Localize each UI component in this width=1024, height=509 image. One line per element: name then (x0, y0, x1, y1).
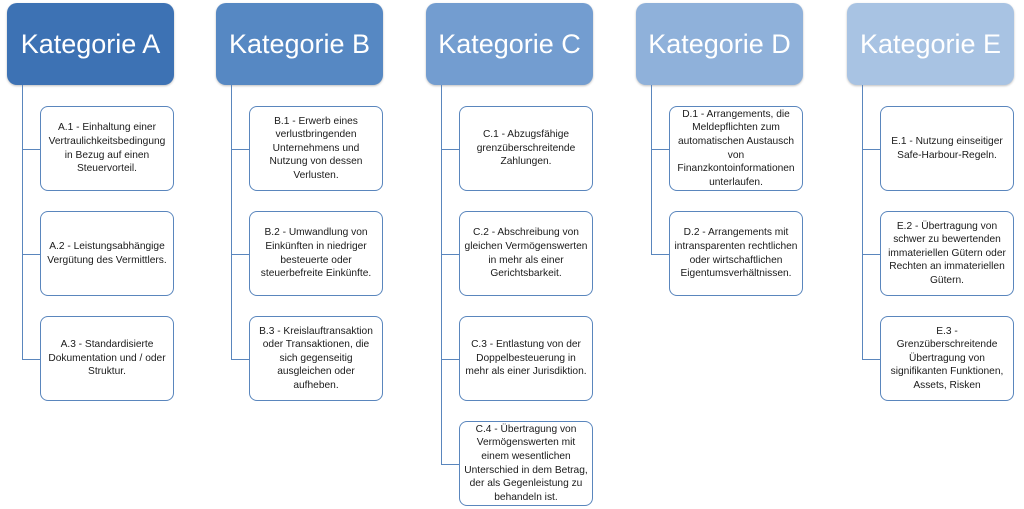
connector-horizontal (441, 253, 459, 255)
item-text: E.1 - Nutzung einseitiger Safe-Harbour-R… (891, 135, 1003, 161)
connector-horizontal (862, 358, 880, 360)
connector-horizontal (441, 148, 459, 150)
item-box-e-3: E.3 - Grenzüberschreitende Übertragung v… (880, 316, 1014, 401)
connector-vertical-kategorie-d (651, 85, 652, 254)
item-box-e-1: E.1 - Nutzung einseitiger Safe-Harbour-R… (880, 106, 1014, 191)
header-kategorie-e: Kategorie E (847, 3, 1014, 85)
connector-horizontal (22, 253, 40, 255)
item-text: C.1 - Abzugsfähige grenzüberschreitende … (476, 129, 576, 168)
item-box-c-4: C.4 - Übertragung von Vermögenswerten mi… (459, 421, 593, 506)
item-box-e-2: E.2 - Übertragung von schwer zu bewerten… (880, 211, 1014, 296)
item-text: A.1 - Einhaltung einer Vertraulichkeitsb… (48, 122, 166, 175)
item-text: A.2 - Leistungsabhängige Vergütung des V… (47, 240, 167, 266)
item-box-c-3: C.3 - Entlastung von der Doppelbesteueru… (459, 316, 593, 401)
connector-horizontal (231, 148, 249, 150)
item-text: C.4 - Übertragung von Vermögenswerten mi… (464, 423, 588, 503)
item-box-d-1: D.1 - Arrangements, die Meldepflichten z… (669, 106, 803, 191)
item-text: B.1 - Erwerb eines verlustbringenden Unt… (269, 115, 363, 181)
header-kategorie-d: Kategorie D (636, 3, 803, 85)
connector-horizontal (651, 253, 669, 255)
header-kategorie-b: Kategorie B (216, 3, 383, 85)
header-kategorie-c: Kategorie C (426, 3, 593, 85)
connector-vertical-kategorie-c (441, 85, 442, 464)
connector-vertical-kategorie-e (862, 85, 863, 359)
item-box-a-1: A.1 - Einhaltung einer Vertraulichkeitsb… (40, 106, 174, 191)
item-box-a-2: A.2 - Leistungsabhängige Vergütung des V… (40, 211, 174, 296)
connector-horizontal (231, 253, 249, 255)
item-text: A.3 - Standardisierte Dokumentation und … (48, 339, 166, 378)
item-box-b-2: B.2 - Umwandlung von Einkünften in niedr… (249, 211, 383, 296)
item-box-b-1: B.1 - Erwerb eines verlustbringenden Unt… (249, 106, 383, 191)
connector-horizontal (862, 148, 880, 150)
item-text: D.2 - Arrangements mit intransparenten r… (674, 227, 798, 280)
item-box-b-3: B.3 - Kreislauftransaktion oder Transakt… (249, 316, 383, 401)
connector-horizontal (22, 358, 40, 360)
connector-horizontal (231, 358, 249, 360)
item-box-a-3: A.3 - Standardisierte Dokumentation und … (40, 316, 174, 401)
item-text: D.1 - Arrangements, die Meldepflichten z… (677, 108, 795, 188)
connector-horizontal (651, 148, 669, 150)
item-text: B.3 - Kreislauftransaktion oder Transakt… (259, 325, 373, 391)
item-text: E.3 - Grenzüberschreitende Übertragung v… (890, 325, 1004, 391)
connector-horizontal (441, 358, 459, 360)
item-text: C.2 - Abschreibung von gleichen Vermögen… (464, 227, 588, 280)
item-box-c-2: C.2 - Abschreibung von gleichen Vermögen… (459, 211, 593, 296)
connector-horizontal (862, 253, 880, 255)
header-kategorie-a: Kategorie A (7, 3, 174, 85)
item-box-d-2: D.2 - Arrangements mit intransparenten r… (669, 211, 803, 296)
connector-vertical-kategorie-b (231, 85, 232, 359)
item-text: C.3 - Entlastung von der Doppelbesteueru… (465, 339, 587, 378)
connector-horizontal (22, 148, 40, 150)
item-box-c-1: C.1 - Abzugsfähige grenzüberschreitende … (459, 106, 593, 191)
item-text: E.2 - Übertragung von schwer zu bewerten… (888, 220, 1006, 286)
connector-horizontal (441, 463, 459, 465)
connector-vertical-kategorie-a (22, 85, 23, 359)
item-text: B.2 - Umwandlung von Einkünften in niedr… (260, 227, 372, 280)
